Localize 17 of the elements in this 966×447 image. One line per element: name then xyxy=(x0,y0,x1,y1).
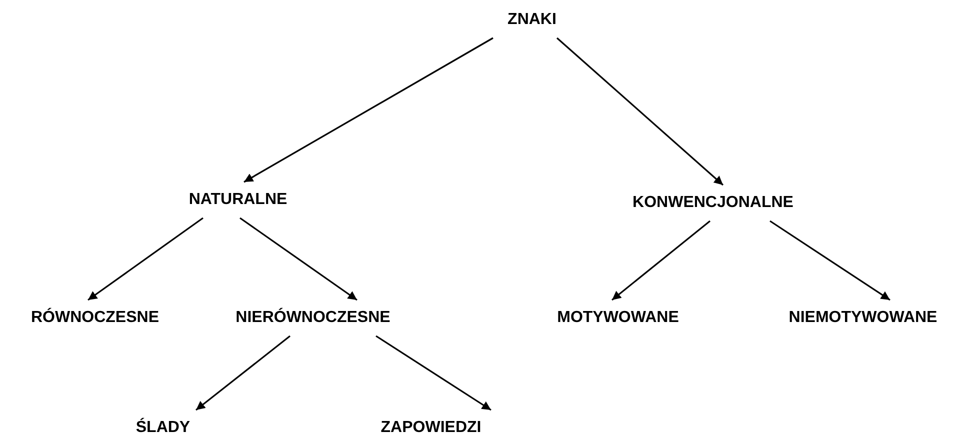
node-label: KONWENCJONALNE xyxy=(613,185,813,221)
arrow xyxy=(556,37,724,186)
node-label: NIEMOTYWOWANE xyxy=(768,300,958,336)
node-label: ŚLADY xyxy=(113,410,213,446)
arrow xyxy=(244,37,494,183)
node-label: ZAPOWIEDZI xyxy=(356,410,506,446)
arrow xyxy=(240,217,358,301)
arrow xyxy=(376,335,492,411)
arrow xyxy=(88,217,204,301)
node-label: MOTYWOWANE xyxy=(543,300,693,336)
arrow xyxy=(196,335,290,411)
node-label: NIERÓWNOCZESNE xyxy=(218,300,408,336)
arrow xyxy=(612,220,710,301)
node-label: NATURALNE xyxy=(158,182,318,218)
node-label: RÓWNOCZESNE xyxy=(5,300,185,336)
arrow xyxy=(770,220,890,301)
node-label: ZNAKI xyxy=(462,2,602,38)
